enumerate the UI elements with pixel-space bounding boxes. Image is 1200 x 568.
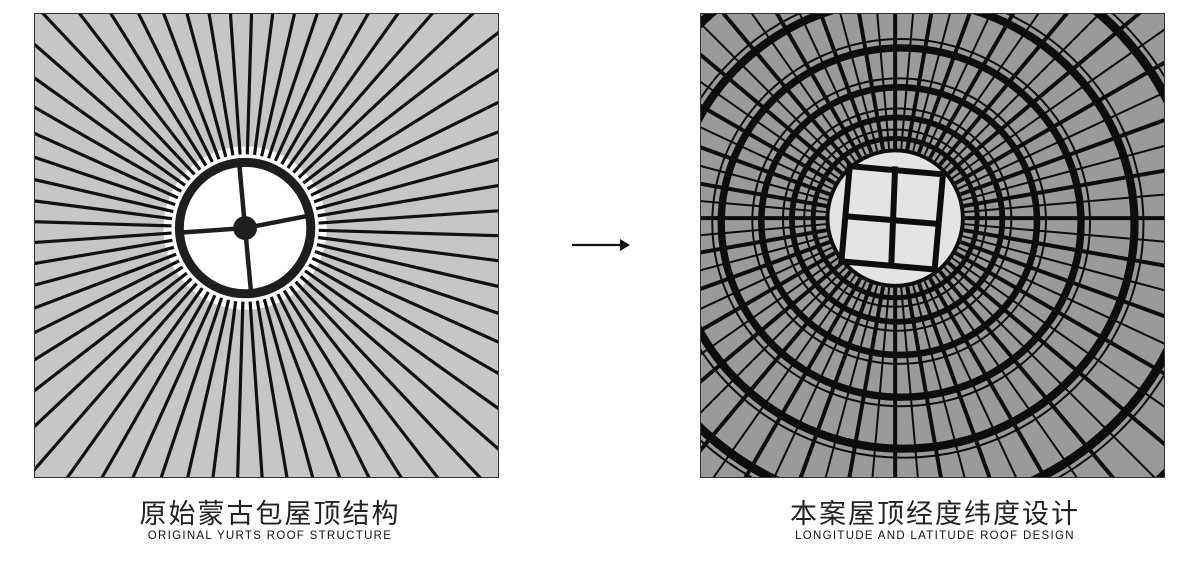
yurt-roof-graphic [35,14,498,477]
left-caption-english: ORIGINAL YURTS ROOF STRUCTURE [147,530,393,542]
lat-long-roof-graphic [701,14,1164,477]
right-caption-chinese: 本案屋顶经度纬度设计 [790,499,1080,530]
left-caption: 原始蒙古包屋顶结构 ORIGINAL YURTS ROOF STRUCTURE [110,500,430,543]
left-caption-chinese: 原始蒙古包屋顶结构 [139,499,401,530]
longitude-latitude-roof-image [700,13,1165,478]
right-arrow-icon [572,239,630,251]
original-yurt-roof-image [34,13,499,478]
right-caption: 本案屋顶经度纬度设计 LONGITUDE AND LATITUDE ROOF D… [780,500,1090,543]
right-caption-english: LONGITUDE AND LATITUDE ROOF DESIGN [795,530,1075,542]
